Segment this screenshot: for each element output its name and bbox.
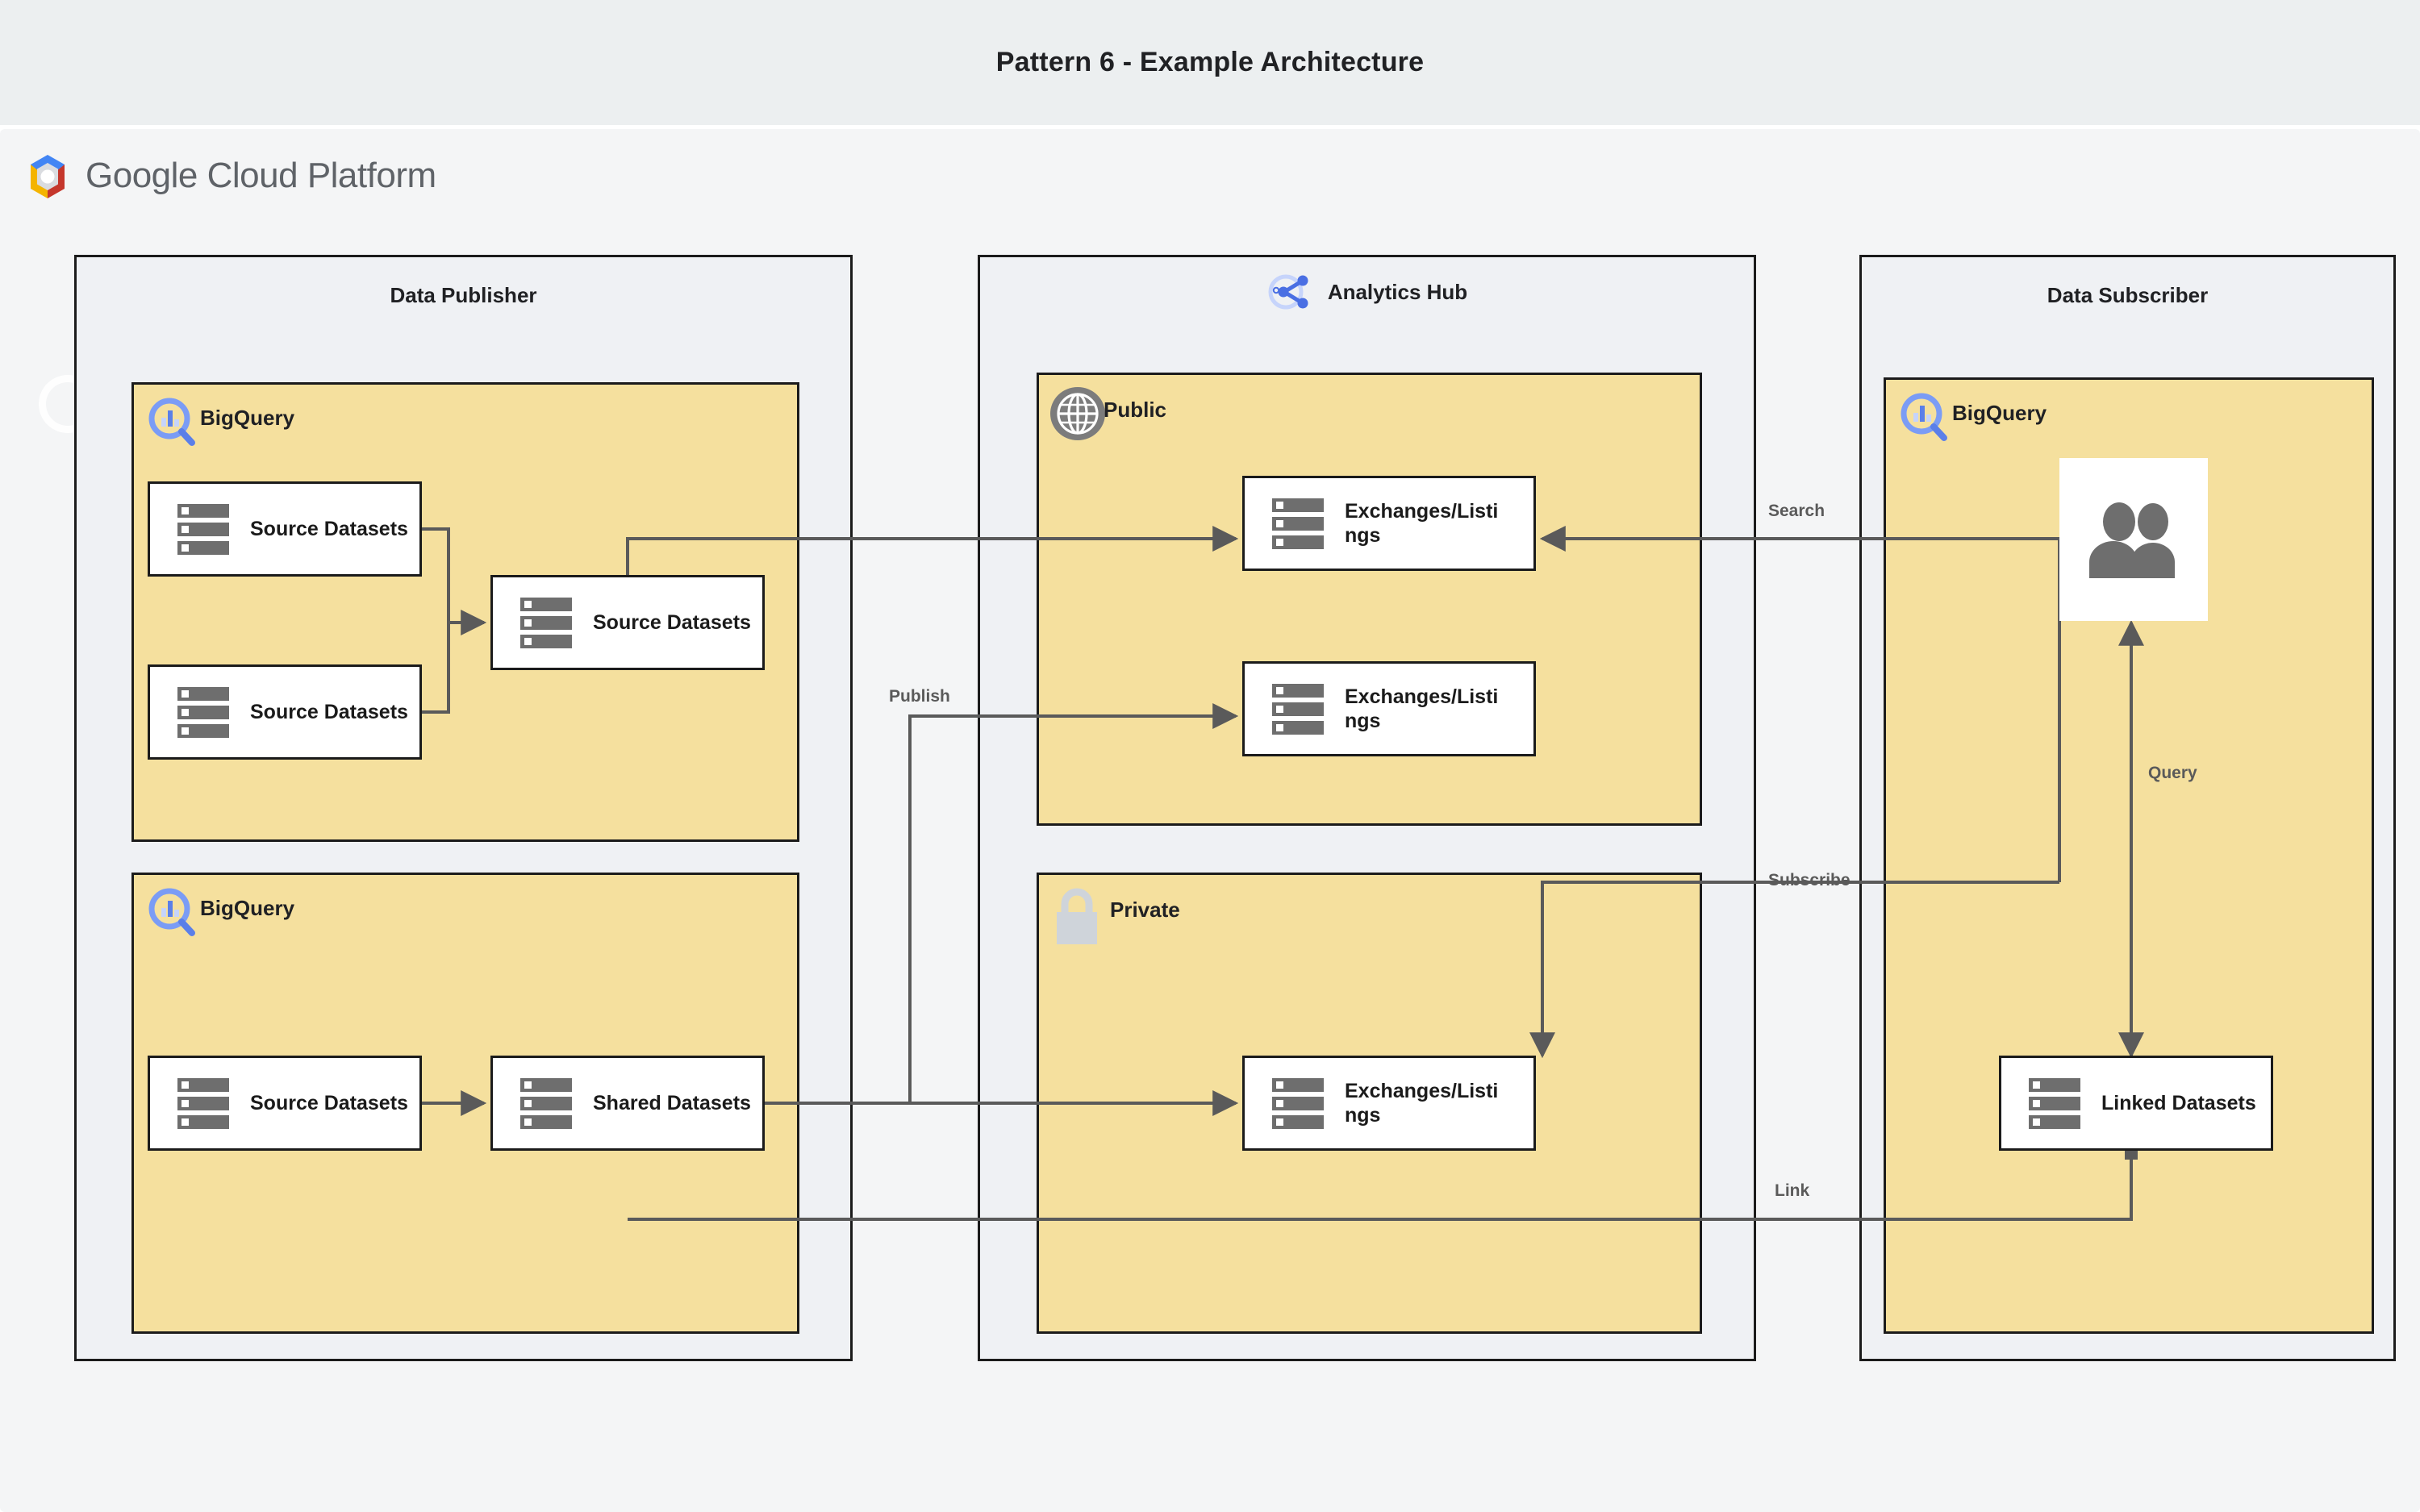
node-label: Exchanges/Listings <box>1345 1079 1499 1127</box>
group-label-bigquery-subscriber: BigQuery <box>1952 401 2047 425</box>
group-label-bigquery-publisher-top: BigQuery <box>200 406 295 430</box>
logo-word-cloud-platform: Cloud Platform <box>207 156 437 195</box>
edge-label-search: Search <box>1768 502 1825 520</box>
node-label: Shared Datasets <box>593 1091 751 1114</box>
bigquery-icon <box>148 888 195 936</box>
dataset-stack-icon <box>1272 683 1324 735</box>
node-label: Source Datasets <box>593 610 751 634</box>
dataset-stack-icon <box>1272 1077 1324 1129</box>
node-label: Source Datasets <box>250 700 408 723</box>
dataset-stack-icon <box>1272 498 1324 549</box>
lane-title-subscriber: Data Subscriber <box>2047 283 2209 307</box>
edge-label-publish: Publish <box>889 687 950 706</box>
group-label-public: Public <box>1104 398 1167 422</box>
dataset-stack-icon <box>2029 1077 2080 1129</box>
node-source-datasets-d[interactable]: Source Datasets <box>148 1056 422 1151</box>
group-public: Public <box>1037 373 1702 826</box>
node-exchanges-listings-public-1[interactable]: Exchanges/Listings <box>1242 476 1536 571</box>
node-source-datasets-b[interactable]: Source Datasets <box>148 664 422 760</box>
decorative-arc <box>39 375 97 433</box>
page-title: Pattern 6 - Example Architecture <box>995 47 1425 77</box>
bigquery-icon <box>148 398 195 446</box>
gcp-logo-wordmark: Google Cloud Platform <box>86 147 436 205</box>
node-label: Exchanges/Listings <box>1345 685 1499 733</box>
node-label: Source Datasets <box>250 1091 408 1114</box>
dataset-stack-icon <box>520 1077 572 1129</box>
dataset-stack-icon <box>520 597 572 648</box>
node-exchanges-listings-private[interactable]: Exchanges/Listings <box>1242 1056 1536 1151</box>
node-shared-datasets[interactable]: Shared Datasets <box>490 1056 765 1151</box>
lane-title-hub: Analytics Hub <box>1327 279 1468 304</box>
node-label: Source Datasets <box>250 517 408 540</box>
lane-title-analytics-hub-wrap: Analytics Hub <box>978 266 1756 318</box>
node-linked-datasets[interactable]: Linked Datasets <box>1999 1056 2273 1151</box>
lock-icon <box>1057 888 1097 944</box>
google-cloud-platform-logo: Google Cloud Platform <box>23 147 474 205</box>
bigquery-icon <box>1901 393 1947 441</box>
dataset-stack-icon <box>177 686 229 738</box>
dataset-stack-icon <box>177 1077 229 1129</box>
node-label: Linked Datasets <box>2101 1091 2256 1114</box>
node-source-datasets-a[interactable]: Source Datasets <box>148 481 422 577</box>
node-exchanges-listings-public-2[interactable]: Exchanges/Listings <box>1242 661 1536 756</box>
node-label: Exchanges/Listings <box>1345 499 1499 548</box>
google-cloud-hexagon-icon <box>31 155 65 198</box>
logo-word-google: Google <box>86 156 198 195</box>
users-icon <box>2089 502 2175 578</box>
group-label-private: Private <box>1110 898 1180 922</box>
group-label-bigquery-publisher-bottom: BigQuery <box>200 896 295 920</box>
analytics-hub-share-icon <box>1268 274 1308 310</box>
globe-icon <box>1050 387 1105 440</box>
dataset-stack-icon <box>177 503 229 555</box>
title-band: Pattern 6 - Example Architecture <box>0 0 2420 125</box>
edge-label-subscribe: Subscribe <box>1768 871 1850 889</box>
node-subscriber-users[interactable] <box>2059 458 2208 621</box>
lane-title-publisher: Data Publisher <box>390 283 537 307</box>
edge-label-link: Link <box>1775 1181 1810 1200</box>
edge-label-query: Query <box>2148 764 2197 782</box>
node-source-datasets-c[interactable]: Source Datasets <box>490 575 765 670</box>
